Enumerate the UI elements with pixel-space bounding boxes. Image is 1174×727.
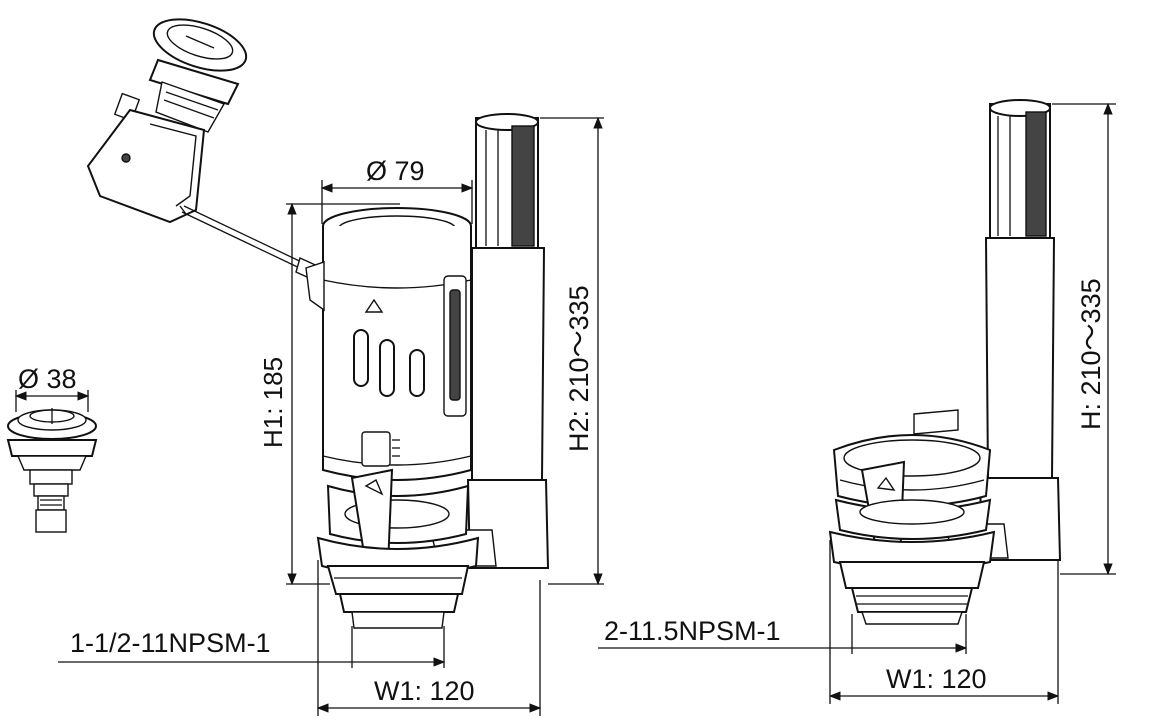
h1-dimension: H1: 185 xyxy=(258,202,400,586)
thread-left-label: 1-1/2-11NPSM-1 xyxy=(70,628,271,658)
single-flush-valve-icon xyxy=(828,99,1062,625)
thread-left-callout: 1-1/2-11NPSM-1 xyxy=(58,626,446,668)
valve-diameter-dimension: Ø 79 xyxy=(320,156,474,224)
h1-label: H1: 185 xyxy=(258,357,288,448)
dual-flush-valve-icon xyxy=(305,113,550,629)
h-dimension: H: 210～335 xyxy=(1052,102,1116,576)
h2-label: H2: 210～335 xyxy=(564,285,594,452)
push-button-icon xyxy=(6,408,98,533)
w1-right-label: W1: 120 xyxy=(886,664,987,694)
button-diameter-label: Ø 38 xyxy=(18,364,77,394)
h-label: H: 210～335 xyxy=(1076,278,1106,430)
w1-left-label: W1: 120 xyxy=(374,676,475,706)
w1-right-dimension: W1: 120 xyxy=(828,540,1060,704)
thread-right-callout: 2-11.5NPSM-1 xyxy=(598,614,968,654)
valve-diameter-label: Ø 79 xyxy=(366,156,425,186)
cable-actuator-icon xyxy=(86,18,323,283)
thread-right-label: 2-11.5NPSM-1 xyxy=(604,616,781,646)
w1-left-dimension: W1: 120 xyxy=(316,560,542,716)
button-diameter-dimension: Ø 38 xyxy=(14,364,90,412)
h2-dimension: H2: 210～335 xyxy=(540,116,604,586)
